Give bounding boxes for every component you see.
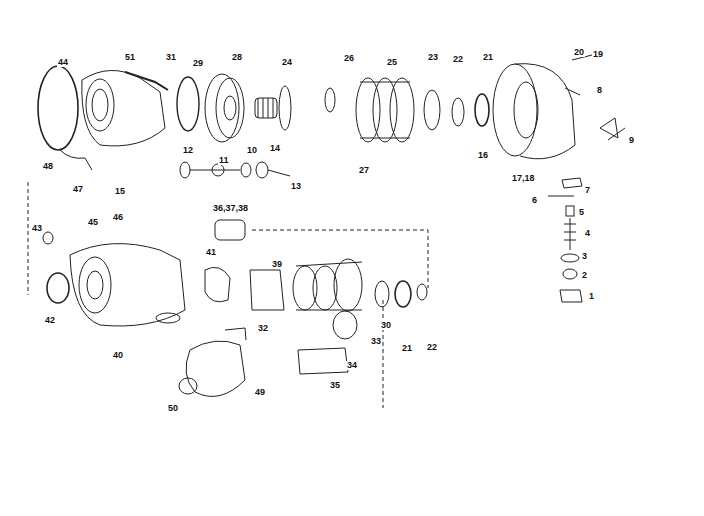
callout-number: 3	[581, 252, 588, 261]
callout-number: 22	[426, 343, 438, 352]
callout-number: 42	[44, 316, 56, 325]
callout-number: 14	[269, 144, 281, 153]
callout-number: 6	[531, 196, 538, 205]
callout-number: 35	[329, 381, 341, 390]
callout-number: 50	[167, 404, 179, 413]
callout-number: 8	[596, 86, 603, 95]
callout-number: 1	[588, 292, 595, 301]
callout-number: 2	[581, 271, 588, 280]
callout-number: 21	[401, 344, 413, 353]
callout-number: 36,37,38	[212, 204, 249, 213]
callout-number: 15	[114, 187, 126, 196]
callout-number: 17,18	[511, 174, 536, 183]
callout-number: 48	[42, 162, 54, 171]
callout-number: 13	[290, 182, 302, 191]
callout-number: 4	[584, 229, 591, 238]
callout-number: 16	[477, 151, 489, 160]
callout-number: 43	[31, 224, 43, 233]
callout-number: 11	[218, 156, 230, 165]
callout-number: 9	[628, 136, 635, 145]
callout-number: 24	[281, 58, 293, 67]
callout-number: 25	[386, 58, 398, 67]
callout-number: 22	[452, 55, 464, 64]
callout-number: 41	[205, 248, 217, 257]
callout-number: 45	[87, 218, 99, 227]
callout-number: 21	[482, 53, 494, 62]
callout-number: 5	[578, 208, 585, 217]
callout-number: 12	[182, 146, 194, 155]
callout-number: 39	[271, 260, 283, 269]
callout-number: 29	[192, 59, 204, 68]
callout-number: 44	[57, 58, 69, 67]
callout-number: 49	[254, 388, 266, 397]
callout-number: 47	[72, 185, 84, 194]
callout-number: 23	[427, 53, 439, 62]
callout-number: 31	[165, 53, 177, 62]
callout-number: 30	[380, 321, 392, 330]
callout-number: 20	[573, 48, 585, 57]
callout-number: 27	[358, 166, 370, 175]
callout-number: 19	[592, 50, 604, 59]
callout-number: 26	[343, 54, 355, 63]
callout-number: 7	[584, 186, 591, 195]
callout-number: 28	[231, 53, 243, 62]
callout-number: 34	[346, 361, 358, 370]
callout-number: 51	[124, 53, 136, 62]
callout-number: 46	[112, 213, 124, 222]
callout-number: 32	[257, 324, 269, 333]
callout-number: 10	[246, 146, 258, 155]
callout-number: 33	[370, 337, 382, 346]
callout-number: 40	[112, 351, 124, 360]
